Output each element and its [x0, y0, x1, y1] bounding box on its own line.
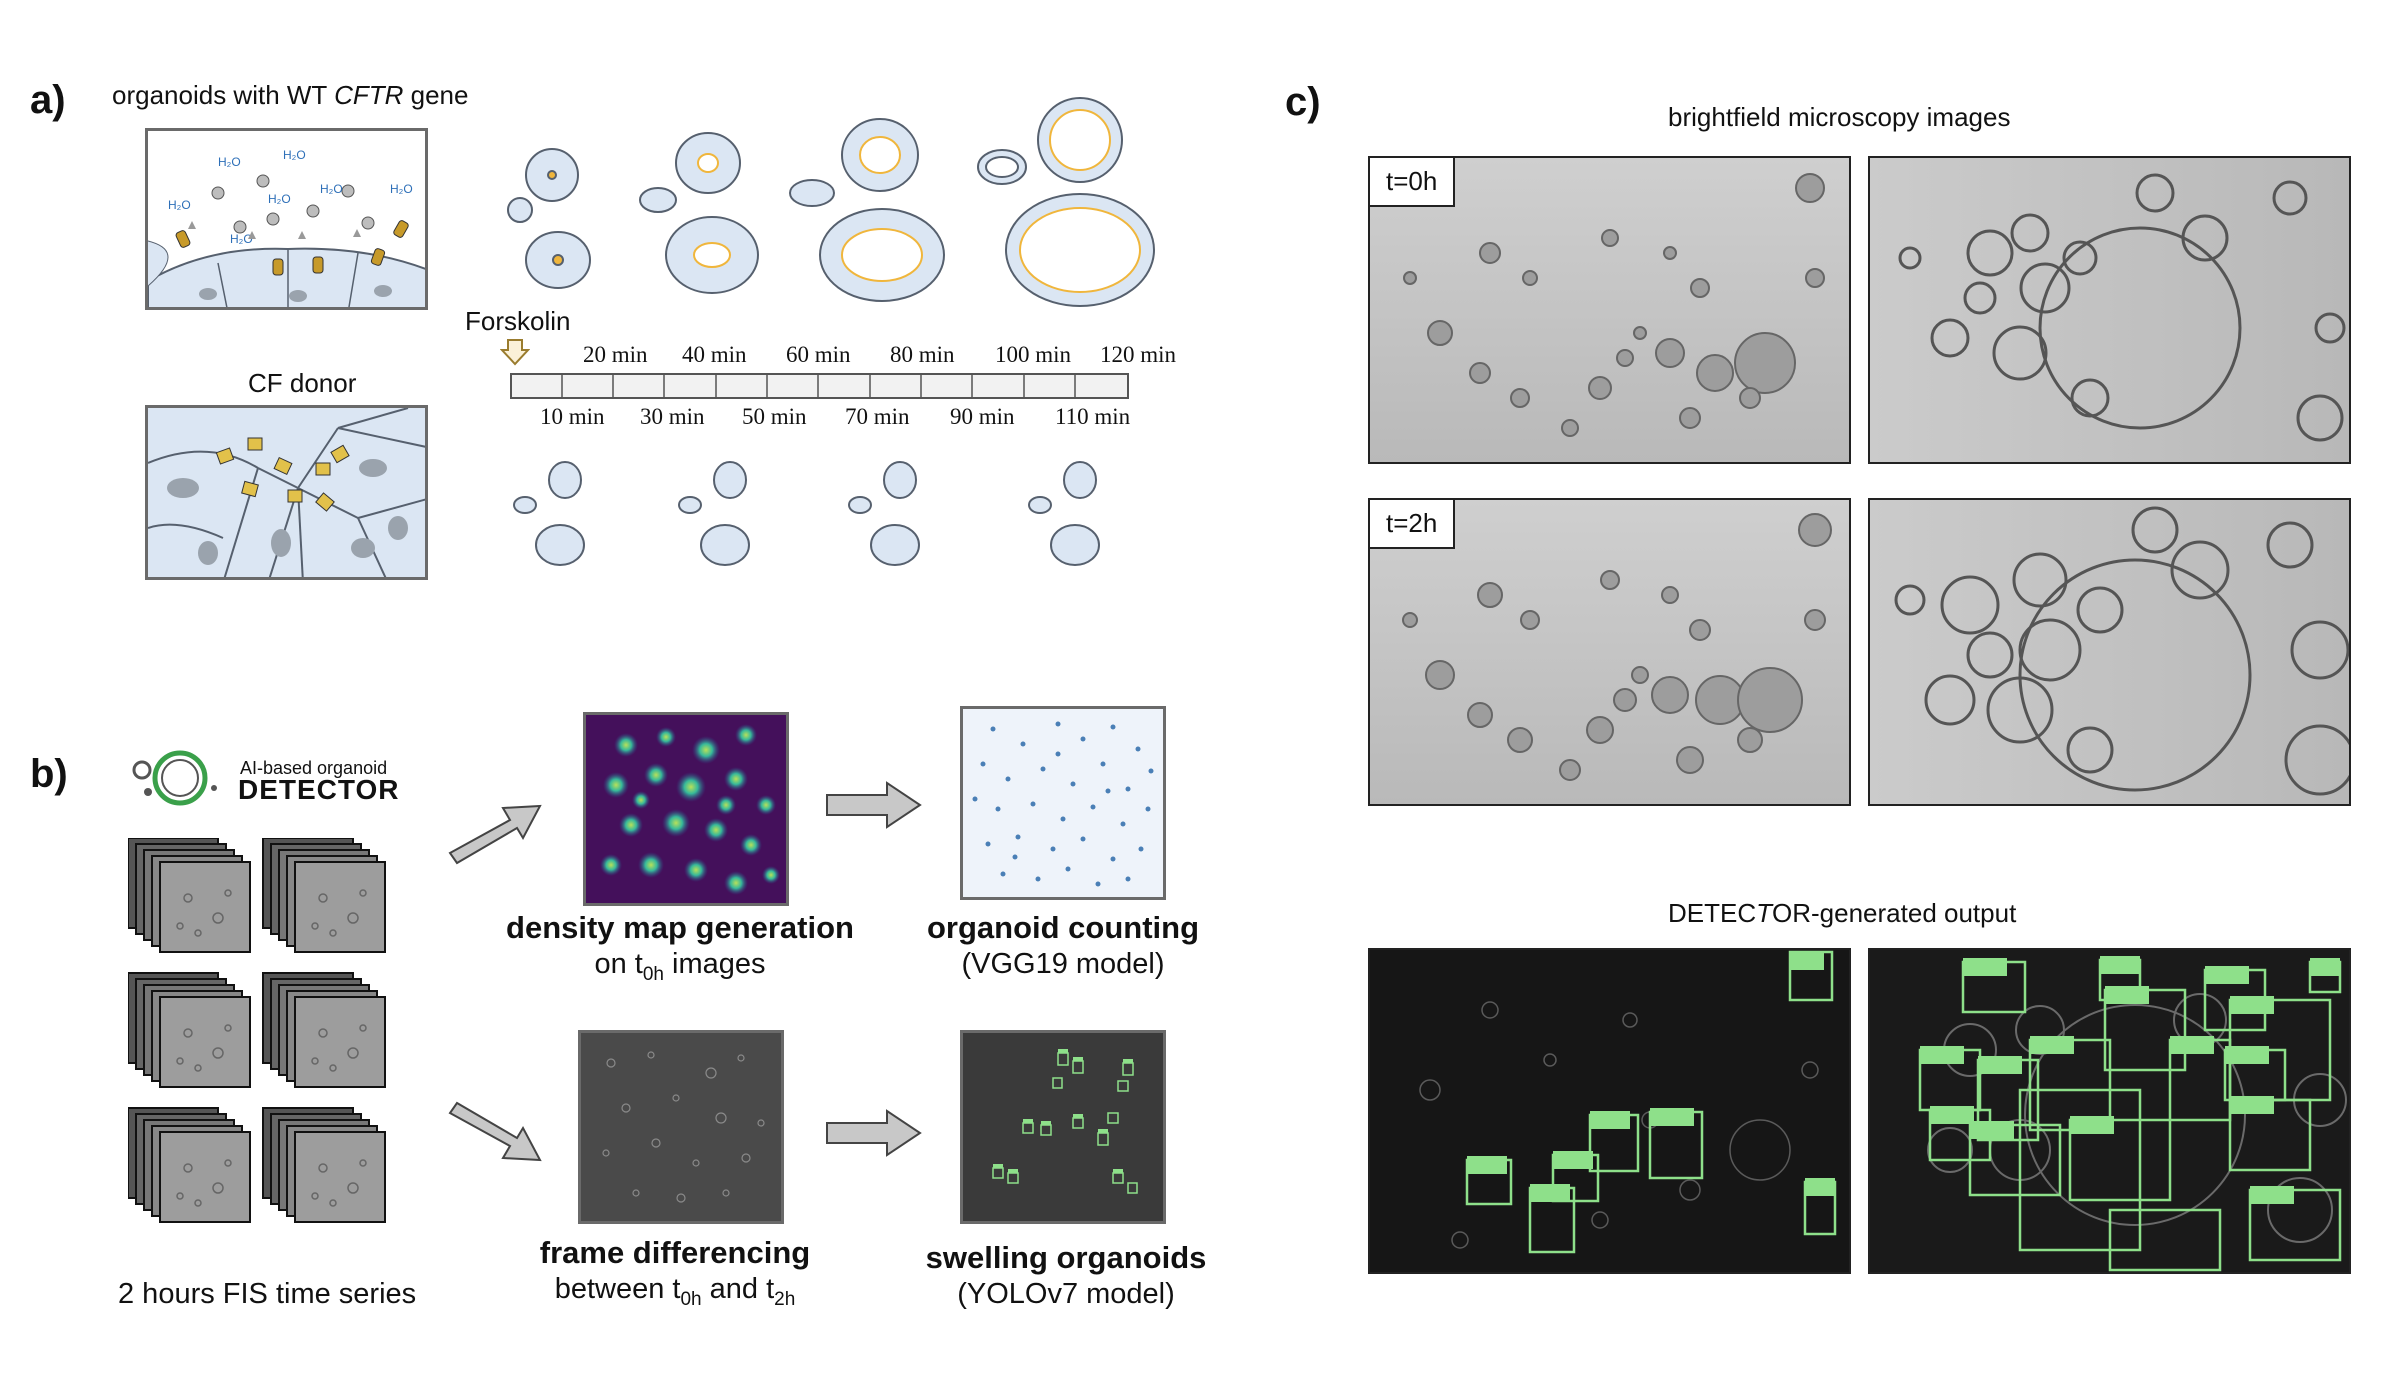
- time-10min: 10 min: [540, 404, 605, 429]
- frame-difference-subtitle: between t0h and t2h: [554, 1273, 796, 1310]
- frame-difference-image: [578, 1030, 784, 1224]
- frame-difference-title: frame differencing: [539, 1235, 811, 1270]
- density-map-subtitle: on t0h images: [594, 948, 766, 985]
- logo-wordmark: DETECTOR: [238, 774, 400, 805]
- cf-donor-schematic: [145, 405, 428, 580]
- brightfield-title: brightfield microscopy images: [1668, 102, 2011, 132]
- panel-a-label: a): [30, 78, 66, 122]
- svg-text:H₂O: H₂O: [168, 198, 191, 212]
- water-label: H₂O: [218, 155, 241, 169]
- detector-output-right: [1868, 948, 2351, 1274]
- swelling-subtitle: (YOLOv7 model): [957, 1278, 1175, 1310]
- time-110min: 110 min: [1055, 404, 1131, 429]
- brightfield-t2-left: t=2h: [1368, 498, 1851, 806]
- output-title: DETECTOR-generated output: [1668, 898, 2017, 928]
- time-50min: 50 min: [742, 404, 807, 429]
- detector-logo-icon: [132, 750, 217, 806]
- fis-time-series-stacks: [128, 838, 386, 1223]
- organoid-counting-image: [960, 706, 1166, 900]
- brightfield-t0-right: [1868, 156, 2351, 464]
- cf-organoids-no-swelling: [513, 461, 1100, 566]
- time-80min: 80 min: [890, 342, 955, 367]
- arrow-to-counting-icon: [826, 781, 922, 829]
- time-label-t2: t=2h: [1370, 500, 1456, 549]
- time-120min: 120 min: [1100, 342, 1177, 367]
- swelling-title: swelling organoids: [925, 1240, 1207, 1275]
- time-40min: 40 min: [682, 342, 747, 367]
- swelling-detection-image: [960, 1030, 1166, 1224]
- cf-donor-label: CF donor: [248, 368, 357, 398]
- timeline-bar: [510, 373, 1129, 399]
- series-caption: 2 hours FIS time series: [118, 1278, 417, 1310]
- wt-epithelium-schematic: H₂O H₂O H₂O H₂O H₂O H₂O H₂O: [145, 128, 428, 310]
- arrow-to-difference-icon: [448, 1101, 542, 1162]
- time-label-t0: t=0h: [1370, 158, 1456, 207]
- svg-text:H₂O: H₂O: [320, 182, 343, 196]
- brightfield-t0-left: t=0h: [1368, 156, 1851, 464]
- panel-a-title: organoids with WT CFTR gene: [112, 80, 469, 110]
- wt-swelling-organoids: [507, 97, 1155, 307]
- detector-output-left: [1368, 948, 1851, 1274]
- panel-b-label: b): [30, 752, 68, 796]
- logo-subtitle: AI-based organoid: [240, 758, 388, 778]
- svg-text:H₂O: H₂O: [268, 192, 291, 206]
- density-map-title: density map generation: [506, 910, 854, 945]
- svg-text:H₂O: H₂O: [230, 232, 253, 246]
- arrow-to-swelling-icon: [826, 1109, 922, 1157]
- time-90min: 90 min: [950, 404, 1015, 429]
- density-map-image: [583, 712, 789, 906]
- counting-title: organoid counting: [926, 910, 1200, 945]
- time-30min: 30 min: [640, 404, 705, 429]
- forskolin-arrow-icon: [500, 339, 530, 366]
- arrow-to-density-icon: [448, 804, 542, 865]
- time-70min: 70 min: [845, 404, 910, 429]
- brightfield-t2-right: [1868, 498, 2351, 806]
- time-20min: 20 min: [583, 342, 648, 367]
- counting-subtitle: (VGG19 model): [961, 948, 1165, 980]
- svg-text:H₂O: H₂O: [390, 182, 413, 196]
- svg-text:H₂O: H₂O: [283, 148, 306, 162]
- time-60min: 60 min: [786, 342, 851, 367]
- forskolin-label: Forskolin: [465, 306, 571, 336]
- panel-c-label: c): [1285, 80, 1321, 124]
- time-100min: 100 min: [995, 342, 1072, 367]
